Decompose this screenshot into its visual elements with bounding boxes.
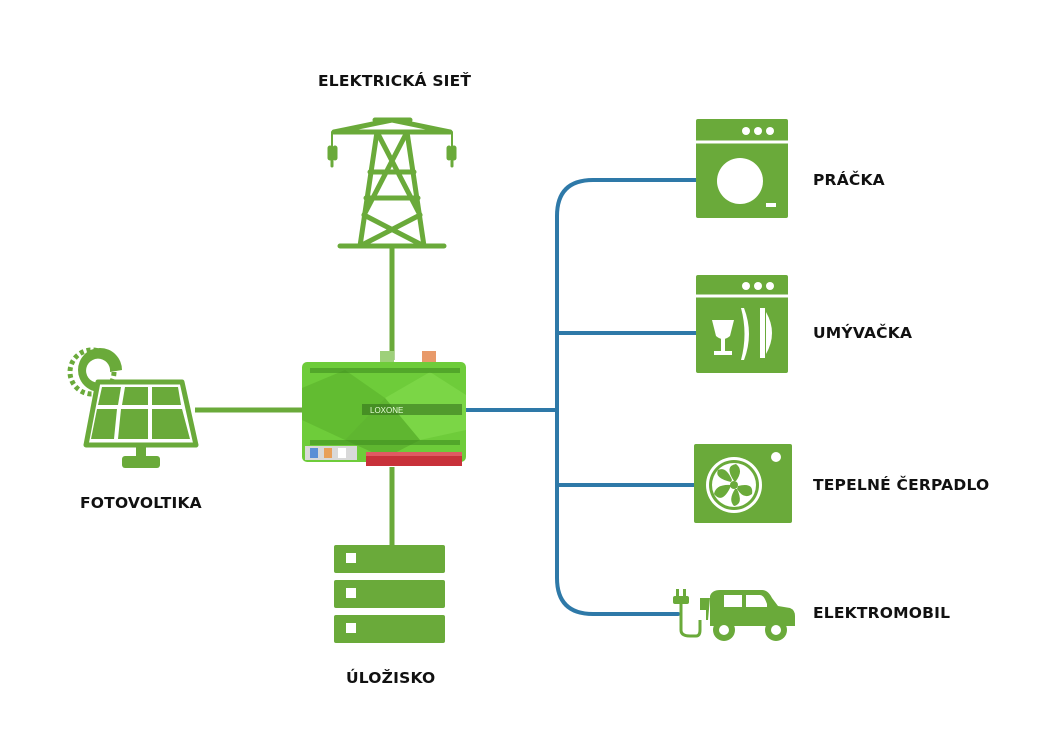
solar-label: FOTOVOLTIKA [80, 494, 202, 512]
heat-pump-icon [694, 444, 792, 523]
controller-brand: LOXONE [370, 406, 403, 415]
washing-machine-icon [696, 119, 788, 218]
battery-storage-icon [334, 545, 445, 643]
consumer-label-washer: PRÁČKA [813, 171, 885, 189]
power-tower-icon [327, 117, 457, 249]
consumer-label-heatpump: TEPELNÉ ČERPADLO [813, 476, 990, 494]
solar-panel-icon [67, 347, 199, 468]
dishwasher-icon [696, 275, 788, 373]
miniserver-controller-icon: LOXONE [302, 351, 466, 466]
storage-label: ÚLOŽISKO [346, 669, 436, 687]
consumer-label-ev: ELEKTROMOBIL [813, 604, 951, 622]
sun-icon [67, 347, 122, 397]
grid-label: ELEKTRICKÁ SIEŤ [318, 72, 472, 90]
blue-bus [463, 178, 698, 616]
electric-car-icon [673, 589, 795, 641]
consumer-label-dishwasher: UMÝVAČKA [813, 324, 913, 342]
green-connectors [195, 248, 395, 545]
bus-vertical [555, 178, 698, 616]
